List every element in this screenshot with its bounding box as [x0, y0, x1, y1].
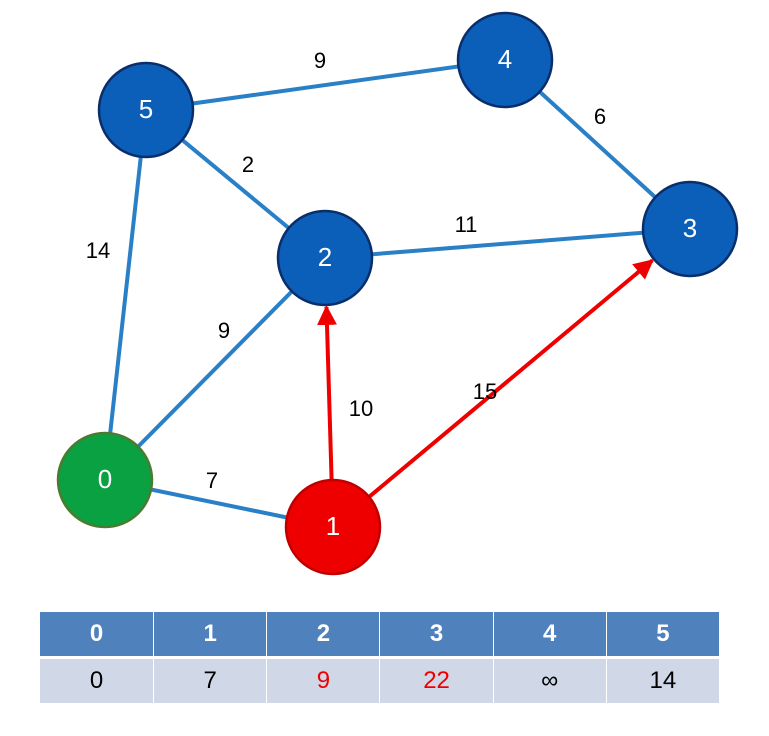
edge-5-4 — [145, 58, 506, 112]
distance-cell-0: 0 — [40, 659, 154, 703]
edge-1-3-arrow — [331, 258, 654, 529]
edge-weight-1-3: 15 — [473, 379, 497, 404]
distance-cell-1: 7 — [153, 659, 267, 703]
graph-diagram: 9 6 2 11 14 9 7 10 15 0 1 2 3 4 5 — [56, 11, 739, 576]
distance-cell-3: 22 — [379, 659, 493, 703]
node-circle-1 — [284, 478, 382, 576]
header-cell-1: 1 — [153, 612, 267, 659]
node-circle-3 — [641, 180, 739, 278]
node-circle-4 — [456, 11, 554, 109]
header-cell-2: 2 — [266, 612, 380, 659]
node-0: 0 — [56, 431, 154, 529]
distance-table: 0 1 2 3 4 5 0 7 9 22 ∞ 14 — [40, 612, 719, 703]
distance-table-header-row: 0 1 2 3 4 5 — [40, 612, 719, 659]
node-1: 1 — [284, 478, 382, 576]
distance-table-value-row: 0 7 9 22 ∞ 14 — [40, 659, 719, 703]
node-2: 2 — [276, 209, 374, 307]
edges-layer — [103, 58, 692, 529]
edge-weight-0-2: 9 — [218, 318, 230, 343]
node-4: 4 — [456, 11, 554, 109]
node-label-1: 1 — [326, 511, 340, 541]
header-cell-3: 3 — [379, 612, 493, 659]
node-circle-2 — [276, 209, 374, 307]
edge-5-0 — [103, 109, 148, 481]
node-label-5: 5 — [139, 94, 153, 124]
edge-weight-5-0: 14 — [86, 238, 110, 263]
nodes-layer: 0 1 2 3 4 5 — [56, 11, 739, 576]
node-label-3: 3 — [683, 213, 697, 243]
node-label-0: 0 — [98, 464, 112, 494]
header-cell-0: 0 — [40, 612, 154, 659]
edge-2-3 — [324, 227, 691, 260]
edge-weight-0-1: 7 — [206, 468, 218, 493]
node-label-4: 4 — [498, 44, 512, 74]
node-label-2: 2 — [318, 242, 332, 272]
node-3: 3 — [641, 180, 739, 278]
node-circle-5 — [97, 61, 195, 159]
edge-weight-5-4: 9 — [314, 48, 326, 73]
edge-weight-4-3: 6 — [594, 104, 606, 129]
header-cell-5: 5 — [605, 612, 719, 659]
edge-0-2 — [103, 256, 327, 482]
distance-cell-5: 14 — [605, 659, 719, 703]
node-5: 5 — [97, 61, 195, 159]
distance-cell-4: ∞ — [492, 659, 606, 703]
node-circle-0 — [56, 431, 154, 529]
edge-weight-1-2: 10 — [349, 396, 373, 421]
distance-cell-2: 9 — [266, 659, 380, 703]
edge-labels-layer: 9 6 2 11 14 9 7 10 15 — [86, 48, 606, 493]
edge-weight-2-3: 11 — [455, 212, 478, 237]
edge-weight-5-2: 2 — [242, 152, 254, 177]
header-cell-4: 4 — [492, 612, 606, 659]
